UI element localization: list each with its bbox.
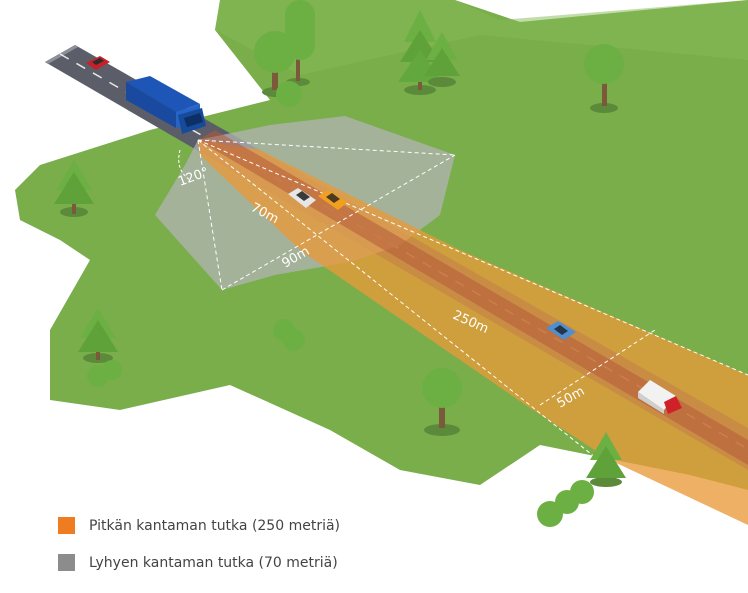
red-car bbox=[86, 56, 110, 70]
long-range-swatch bbox=[58, 517, 75, 534]
delivery-truck bbox=[638, 380, 682, 414]
blue-car bbox=[546, 321, 576, 340]
legend-label-short-range: Lyhyen kantaman tutka (70 metriä) bbox=[89, 554, 338, 571]
grass-shadow bbox=[215, 0, 748, 75]
legend-label-long-range: Pitkän kantaman tutka (250 metriä) bbox=[89, 517, 341, 534]
radar-beam-core bbox=[198, 130, 748, 465]
legend-item-short-range: Lyhyen kantaman tutka (70 metriä) bbox=[58, 554, 338, 571]
truck bbox=[126, 76, 206, 134]
long-range-radar-zone bbox=[198, 140, 748, 525]
round-trees bbox=[254, 0, 624, 436]
bushes bbox=[87, 81, 594, 527]
legend-item-long-range: Pitkän kantaman tutka (250 metriä) bbox=[58, 517, 340, 534]
conifer-trees bbox=[54, 10, 626, 487]
angle-arc bbox=[178, 149, 191, 181]
white-car bbox=[288, 188, 316, 208]
short-range-swatch bbox=[58, 554, 75, 571]
orange-car bbox=[318, 190, 348, 210]
